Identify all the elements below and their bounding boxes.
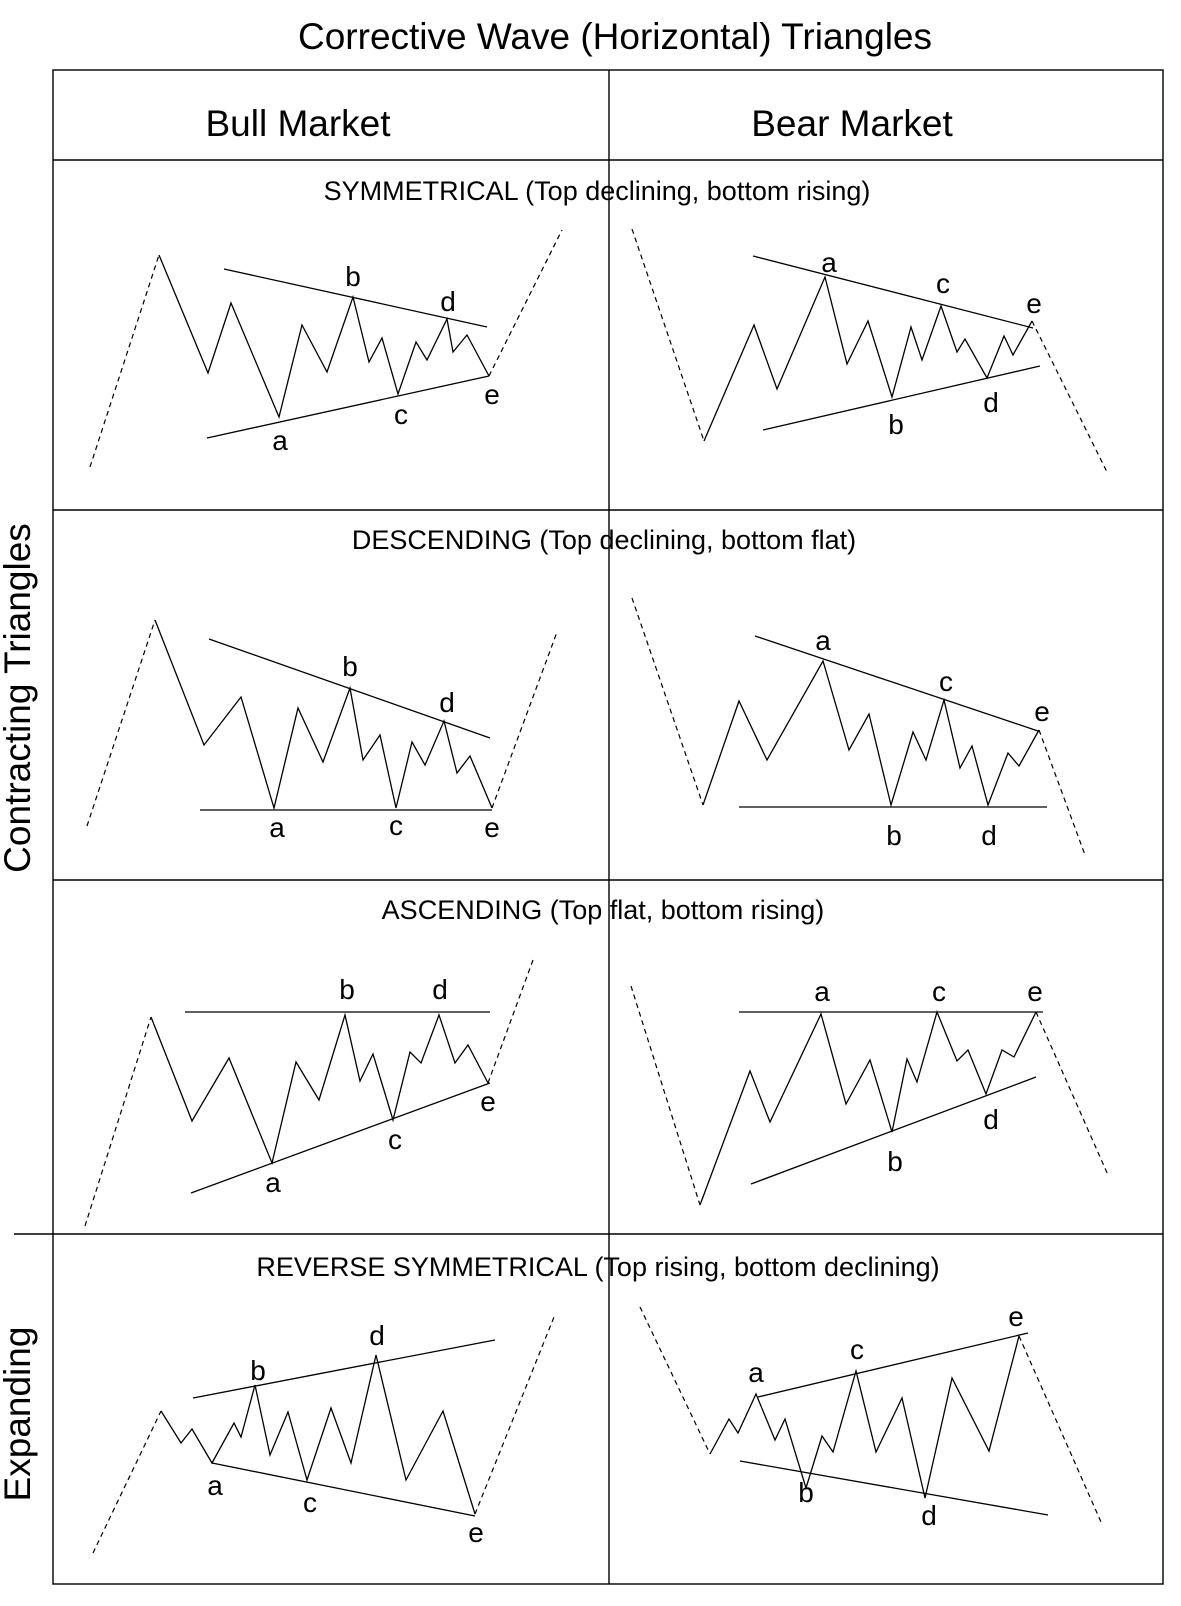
prior-trend-up (92, 1410, 162, 1554)
bull-market-header: Bull Market (205, 103, 391, 144)
ascending-bull-chart: a b c d e (84, 959, 534, 1227)
upper-trendline (757, 1332, 1029, 1398)
ascending-title: ASCENDING (Top flat, bottom rising) (382, 895, 825, 925)
wave-label-b: b (250, 1355, 266, 1386)
symmetrical-bear-chart: a b c d e (631, 228, 1108, 473)
wave-label-b: b (345, 261, 361, 292)
symmetrical-bull-chart: a b c d e (89, 229, 563, 468)
symmetrical-title: SYMMETRICAL (Top declining, bottom risin… (324, 176, 871, 206)
prior-trend-up (84, 1016, 152, 1227)
wave-label-a: a (265, 1167, 281, 1198)
wave-label-b: b (888, 409, 904, 440)
wave-label-d: d (981, 820, 997, 851)
wave-label-c: c (936, 268, 950, 299)
lower-trendline (750, 1076, 1037, 1185)
wave-label-b: b (342, 651, 358, 682)
descending-title: DESCENDING (Top declining, bottom flat) (352, 525, 856, 555)
breakout-up (474, 1316, 555, 1515)
wave-label-a: a (272, 425, 288, 456)
table-grid (14, 69, 1164, 1585)
prior-trend-up (89, 254, 160, 468)
upper-trendline (754, 635, 1039, 732)
prior-trend-down (631, 597, 704, 806)
wave-label-a: a (207, 1470, 223, 1501)
wave-label-d: d (921, 1500, 937, 1531)
wave-label-d: d (983, 387, 999, 418)
lower-trendline (739, 1460, 1049, 1516)
wave-path (154, 619, 493, 811)
descending-bear-chart: a b c d e (631, 597, 1086, 856)
reverse-symmetrical-bull-chart: a b c d e (92, 1316, 555, 1554)
wave-label-a: a (815, 625, 831, 656)
breakout-down (1038, 729, 1086, 856)
reverse-symmetrical-title: REVERSE SYMMETRICAL (Top rising, bottom … (256, 1252, 939, 1282)
wave-label-c: c (932, 976, 946, 1007)
wave-label-a: a (748, 1357, 764, 1388)
breakout-down (1035, 1011, 1109, 1176)
bear-market-header: Bear Market (751, 103, 953, 144)
wave-label-e: e (1027, 976, 1043, 1007)
lower-trendline (762, 365, 1041, 431)
wave-label-e: e (468, 1517, 484, 1548)
wave-label-b: b (798, 1477, 814, 1508)
breakout-down (1031, 320, 1108, 473)
wave-label-e: e (484, 379, 500, 410)
wave-label-b: b (886, 820, 902, 851)
lower-trendline (211, 1462, 476, 1517)
wave-label-d: d (369, 1320, 385, 1351)
wave-label-e: e (484, 812, 500, 843)
breakout-down (1018, 1335, 1102, 1523)
diagram-title: Corrective Wave (Horizontal) Triangles (298, 16, 932, 57)
wave-label-c: c (850, 1334, 864, 1365)
reverse-symmetrical-bear-chart: a b c d e (639, 1301, 1102, 1531)
wave-label-b: b (339, 974, 355, 1005)
wave-label-a: a (814, 976, 830, 1007)
table-border (52, 69, 1164, 1585)
wave-label-c: c (389, 810, 403, 841)
wave-label-c: c (394, 399, 408, 430)
wave-label-b: b (887, 1146, 903, 1177)
wave-label-c: c (303, 1487, 317, 1518)
wave-path (150, 1012, 489, 1166)
prior-trend-down (630, 985, 701, 1206)
wave-label-e: e (1008, 1301, 1024, 1332)
wave-path (709, 1335, 1020, 1499)
upper-trendline (223, 268, 488, 328)
upper-trendline (752, 255, 1034, 329)
wave-label-c: c (939, 666, 953, 697)
contracting-triangles-label: Contracting Triangles (0, 523, 38, 873)
descending-bull-chart: a b c d e (86, 619, 558, 843)
wave-label-d: d (983, 1104, 999, 1135)
wave-label-c: c (388, 1124, 402, 1155)
wave-label-e: e (1026, 288, 1042, 319)
breakout-up (488, 229, 563, 377)
prior-trend-up (86, 619, 156, 827)
wave-label-d: d (440, 286, 456, 317)
lower-trendline (206, 375, 490, 439)
lower-trendline (190, 1082, 491, 1194)
wave-label-e: e (480, 1086, 496, 1117)
wave-path (160, 1354, 476, 1515)
upper-trendline (192, 1339, 496, 1399)
prior-trend-down (639, 1306, 711, 1455)
wave-label-d: d (439, 687, 455, 718)
wave-path (703, 274, 1033, 442)
ascending-bear-chart: a b c d e (630, 976, 1109, 1206)
upper-trendline (208, 638, 491, 739)
wave-label-e: e (1034, 696, 1050, 727)
wave-path (158, 254, 490, 420)
wave-label-a: a (821, 247, 837, 278)
breakout-up (487, 959, 534, 1084)
wave-label-a: a (269, 812, 285, 843)
prior-trend-down (631, 228, 705, 442)
breakout-up (491, 631, 558, 809)
wave-path (702, 659, 1040, 808)
wave-path (699, 1010, 1037, 1206)
expanding-label: Expanding (0, 1327, 38, 1502)
wave-label-d: d (432, 974, 448, 1005)
